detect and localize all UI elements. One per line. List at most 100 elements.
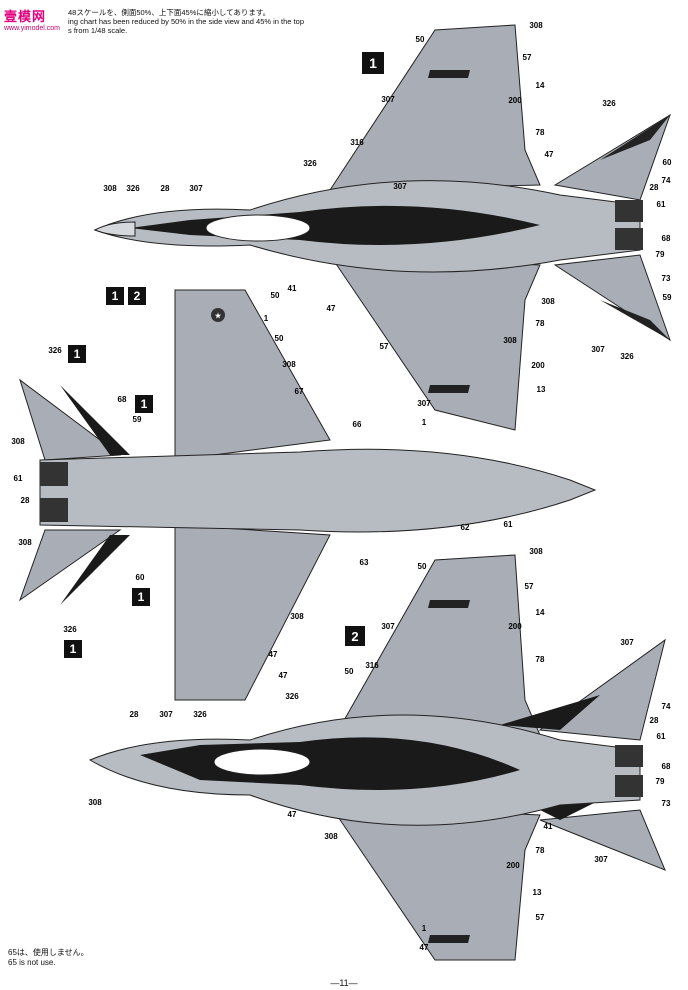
- logo-url: www.yimodel.com: [4, 25, 61, 32]
- callout-number: 47: [545, 150, 554, 159]
- callout-number: 74: [662, 702, 671, 711]
- callout-number: 61: [504, 520, 513, 529]
- callout-number: 73: [662, 274, 671, 283]
- callout-number: 308: [88, 798, 102, 807]
- svg-text:1: 1: [74, 347, 81, 361]
- callout-number: 308: [282, 360, 296, 369]
- callout-number: 60: [136, 573, 145, 582]
- marker-middle-b: 2: [128, 287, 146, 305]
- callout-number: 28: [650, 716, 659, 725]
- callout-number: 79: [656, 250, 665, 259]
- callout-number: 63: [360, 558, 369, 567]
- callout-number: 307: [381, 95, 395, 104]
- callout-number: 47: [269, 650, 278, 659]
- callout-number: 200: [506, 861, 520, 870]
- site-logo: 壹模网 www.yimodel.com: [4, 6, 70, 36]
- callout-number: 60: [663, 158, 672, 167]
- marker-top: 1: [362, 52, 384, 74]
- callout-number: 41: [288, 284, 297, 293]
- callout-number: 307: [417, 399, 431, 408]
- svg-text:2: 2: [134, 289, 141, 303]
- callout-number: 326: [303, 159, 317, 168]
- callout-number: 13: [537, 385, 546, 394]
- marker-left-mid: 1: [135, 395, 153, 413]
- callout-number: 73: [662, 799, 671, 808]
- callout-number: 61: [657, 732, 666, 741]
- callout-number: 1: [422, 418, 427, 427]
- callout-number: 57: [525, 582, 534, 591]
- callout-number: 47: [420, 943, 429, 952]
- callout-number: 308: [11, 437, 25, 446]
- callout-number: 50: [418, 562, 427, 571]
- callout-number: 68: [662, 234, 671, 243]
- callout-number: 57: [380, 342, 389, 351]
- svg-text:1: 1: [369, 55, 377, 71]
- callout-number: 79: [656, 777, 665, 786]
- svg-text:1: 1: [112, 289, 119, 303]
- callout-number: 28: [21, 496, 30, 505]
- marker-left-lower: 1: [132, 588, 150, 606]
- callout-number: 308: [529, 547, 543, 556]
- callout-number: 50: [345, 667, 354, 676]
- callout-number: 308: [529, 21, 543, 30]
- callout-number: 14: [536, 608, 545, 617]
- footer-note: 65は、使用しません。 65 is not use.: [8, 948, 89, 968]
- callout-number: 28: [130, 710, 139, 719]
- callout-number: 66: [353, 420, 362, 429]
- callout-number: 316: [350, 138, 364, 147]
- scale-note-line3: s from 1/48 scale.: [68, 26, 128, 35]
- callout-number: 326: [48, 346, 62, 355]
- callout-number: 59: [133, 415, 142, 424]
- callout-number: 200: [508, 622, 522, 631]
- callout-number: 67: [295, 387, 304, 396]
- svg-text:★: ★: [215, 312, 222, 320]
- callout-number: 68: [118, 395, 127, 404]
- callout-number: 78: [536, 128, 545, 137]
- callout-number: 50: [416, 35, 425, 44]
- page-number: —11—: [330, 978, 358, 988]
- callout-number: 308: [324, 832, 338, 841]
- callout-number: 78: [536, 319, 545, 328]
- svg-text:1: 1: [138, 590, 145, 604]
- marker-left-top: 1: [68, 345, 86, 363]
- callout-number: 13: [533, 888, 542, 897]
- callout-number: 74: [662, 176, 671, 185]
- callout-number: 308: [103, 184, 117, 193]
- svg-text:1: 1: [141, 397, 148, 411]
- callout-number: 57: [523, 53, 532, 62]
- callout-number: 307: [591, 345, 605, 354]
- callout-number: 50: [271, 291, 280, 300]
- callout-number: 57: [536, 913, 545, 922]
- callout-number: 308: [541, 297, 555, 306]
- aircraft-underside-view: ★: [19, 289, 597, 701]
- callout-number: 61: [14, 474, 23, 483]
- footer-note-ja: 65は、使用しません。: [8, 948, 89, 957]
- callout-number: 1: [264, 314, 269, 323]
- aircraft-top-view-2: [88, 554, 666, 961]
- callout-labels: 5030857142007830747326607428616879735931…: [11, 21, 672, 952]
- callout-number: 308: [290, 612, 304, 621]
- callout-number: 68: [662, 762, 671, 771]
- callout-number: 47: [288, 810, 297, 819]
- callout-number: 200: [531, 361, 545, 370]
- svg-text:2: 2: [351, 629, 358, 644]
- svg-text:1: 1: [70, 642, 77, 656]
- callout-number: 59: [663, 293, 672, 302]
- callout-number: 307: [189, 184, 203, 193]
- callout-number: 41: [544, 822, 553, 831]
- marker-left-bottom: 1: [64, 640, 82, 658]
- callout-number: 14: [536, 81, 545, 90]
- marker-middle-a: 1: [106, 287, 124, 305]
- logo-brand: 壹模网: [4, 10, 47, 25]
- callout-number: 326: [602, 99, 616, 108]
- callout-number: 1: [422, 924, 427, 933]
- callout-number: 307: [381, 622, 395, 631]
- scale-note-line1: 48スケールを、側面50%、上下面45%に縮小してあります。: [68, 8, 271, 17]
- callout-number: 326: [193, 710, 207, 719]
- callout-number: 307: [159, 710, 173, 719]
- aircraft-top-view-1: [93, 24, 671, 431]
- callout-number: 50: [275, 334, 284, 343]
- callout-number: 200: [508, 96, 522, 105]
- callout-number: 28: [161, 184, 170, 193]
